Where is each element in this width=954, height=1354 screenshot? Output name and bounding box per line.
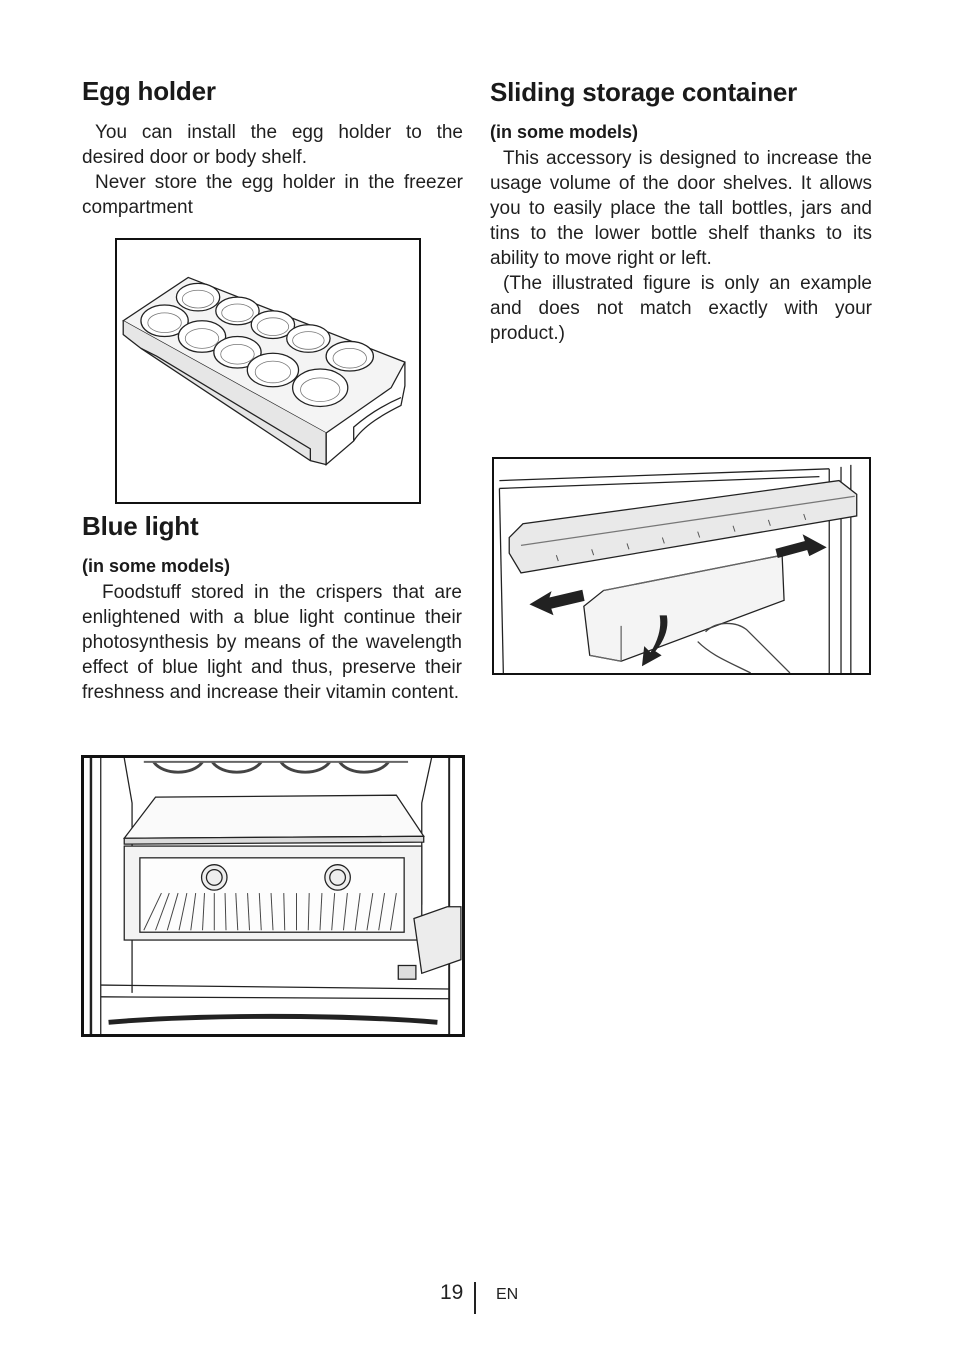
sliding-container-title: Sliding storage container bbox=[490, 77, 798, 107]
egg-holder-paragraph-1: You can install the egg holder to the de… bbox=[82, 122, 463, 168]
egg-holder-title: Egg holder bbox=[82, 76, 216, 106]
sliding-container-subtitle: (in some models) bbox=[490, 122, 639, 142]
sliding-container-paragraph-1: This accessory is designed to increase t… bbox=[490, 148, 872, 269]
page-number: 19 bbox=[440, 1281, 464, 1304]
sliding-container-paragraph-2: (The illustrated figure is only an examp… bbox=[490, 273, 872, 344]
blue-light-subtitle: (in some models) bbox=[82, 556, 231, 576]
blue-light-paragraph-1: Foodstuff stored in the crispers that ar… bbox=[82, 582, 462, 703]
blue-light-illustration bbox=[81, 755, 465, 1037]
egg-holder-paragraph-2: Never store the egg holder in the freeze… bbox=[82, 172, 463, 218]
sliding-container-illustration bbox=[492, 457, 871, 675]
footer-divider bbox=[474, 1282, 476, 1314]
language-code: EN bbox=[496, 1286, 519, 1303]
blue-light-title: Blue light bbox=[82, 511, 199, 541]
egg-holder-illustration bbox=[115, 238, 421, 504]
